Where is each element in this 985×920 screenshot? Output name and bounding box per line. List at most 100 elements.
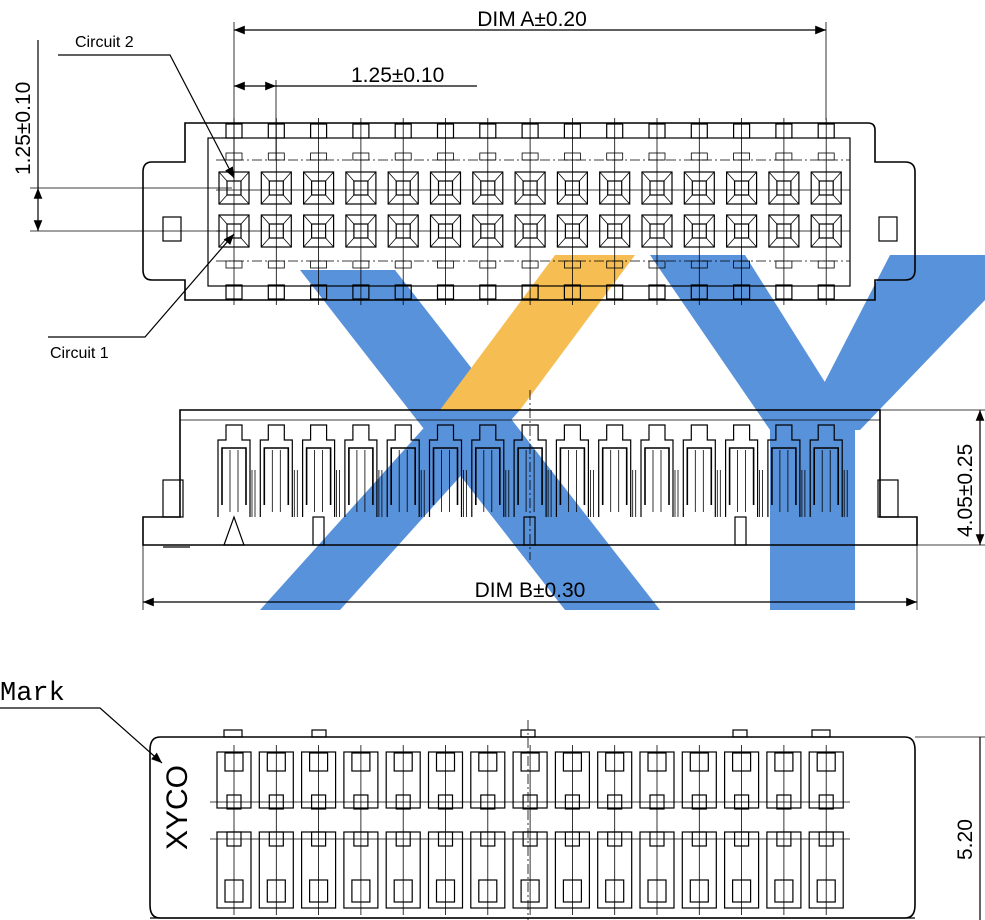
mark-label: Mark: [0, 679, 65, 709]
contact-bevel: [367, 237, 377, 248]
contact-bevel: [810, 194, 820, 205]
contact-bevel: [325, 194, 334, 205]
contact-bevel: [621, 171, 630, 182]
watermark-blue-bottom: [260, 410, 520, 610]
contact-bevel: [345, 171, 355, 182]
contact-bevel: [768, 171, 778, 182]
contact-bevel: [726, 237, 735, 248]
contact-bevel: [345, 214, 355, 225]
contact-bevel: [621, 237, 630, 248]
bottom-tab-4: [732, 729, 748, 738]
circuit-2-callout: Circuit 2: [58, 34, 235, 179]
contact-bevel: [494, 194, 504, 205]
contact-bevel: [472, 194, 482, 205]
side-contact-spring: [475, 447, 501, 505]
contact-bevel: [452, 214, 461, 225]
contact-bevel: [684, 237, 693, 248]
contact-bevel: [684, 194, 693, 205]
side-contact-spring: [601, 447, 628, 505]
contact-bevel: [663, 171, 673, 182]
contact-bevel: [768, 214, 778, 225]
xyco-brand-mark: XYCO: [161, 765, 194, 850]
contact-bevel: [748, 214, 757, 225]
watermark-blue-right-arm: [800, 255, 985, 430]
contact-bevel: [325, 171, 334, 182]
contact-bevel: [768, 194, 778, 205]
bottom-view-outline: [149, 736, 916, 919]
contact-bevel: [218, 237, 228, 248]
contact-bevel: [557, 194, 566, 205]
contact-bevel: [472, 171, 482, 182]
contact-bevel: [261, 237, 270, 248]
contact-bevel: [579, 214, 588, 225]
dim-a: DIM A±0.20: [233, 8, 827, 175]
contact-bevel: [387, 214, 397, 225]
contact-bevel: [303, 194, 312, 205]
contact-bevel: [283, 194, 292, 205]
contact-bevel: [430, 214, 439, 225]
contact-bevel: [514, 214, 524, 225]
contact-bevel: [790, 171, 800, 182]
contact-bevel: [810, 171, 820, 182]
contact-bevel: [790, 237, 800, 248]
top-right-latch: [878, 216, 898, 242]
contact-bevel: [621, 214, 630, 225]
contact-bevel: [261, 194, 270, 205]
contact-bevel: [599, 214, 608, 225]
height-label: 4.05±0.25: [954, 444, 977, 537]
circuit-1-callout: Circuit 1: [48, 233, 235, 362]
contact-bevel: [430, 194, 439, 205]
side-contact-spring: [348, 447, 374, 505]
dim-a-label: DIM A±0.20: [477, 8, 587, 31]
contact-bevel: [240, 237, 250, 248]
side-pin-array: [217, 424, 848, 517]
contact-bevel: [768, 237, 778, 248]
bottom-tab-5: [811, 729, 831, 738]
contact-bevel: [218, 171, 228, 182]
side-contact-housing: [725, 424, 759, 517]
contact-bevel: [748, 194, 757, 205]
contact-bevel: [409, 194, 419, 205]
contact-bevel: [663, 237, 673, 248]
side-contact-spring: [771, 447, 797, 505]
contact-bevel: [684, 214, 693, 225]
contact-bevel: [218, 214, 228, 225]
contact-bevel: [706, 214, 715, 225]
contact-bevel: [790, 214, 800, 225]
contact-bevel: [494, 171, 504, 182]
contact-bevel: [409, 237, 419, 248]
side-left-latch: [162, 479, 184, 518]
contact-bevel: [387, 237, 397, 248]
contact-bevel: [706, 237, 715, 248]
contact-bevel: [663, 214, 673, 225]
side-contact-housing: [682, 424, 716, 517]
mark-leader: [0, 707, 163, 764]
dim-b-label: DIM B±0.30: [475, 579, 586, 602]
contact-bevel: [367, 171, 377, 182]
contact-bevel: [345, 194, 355, 205]
contact-bevel: [599, 194, 608, 205]
width-dimension: 5.20: [915, 736, 985, 920]
side-contact-spring: [728, 447, 755, 505]
contact-bevel: [303, 237, 312, 248]
side-contact-spring: [813, 447, 839, 505]
contact-bevel: [261, 171, 270, 182]
contact-bevel: [726, 194, 735, 205]
circuit-1-label: Circuit 1: [50, 345, 109, 362]
contact-bevel: [283, 237, 292, 248]
bottom-pin-array: [210, 745, 850, 915]
contact-bevel: [790, 194, 800, 205]
bottom-tab-1: [223, 729, 243, 738]
contact-bevel: [621, 194, 630, 205]
contact-bevel: [832, 214, 842, 225]
contact-bevel: [726, 214, 735, 225]
contact-bevel: [536, 214, 546, 225]
side-contact-housing: [555, 424, 589, 517]
contact-bevel: [706, 194, 715, 205]
contact-bevel: [387, 171, 397, 182]
bottom-tab-2: [311, 729, 327, 738]
side-contact-housing: [471, 424, 505, 517]
dim-b: DIM B±0.30: [142, 545, 918, 610]
contact-bevel: [303, 214, 312, 225]
contact-bevel: [641, 194, 651, 205]
